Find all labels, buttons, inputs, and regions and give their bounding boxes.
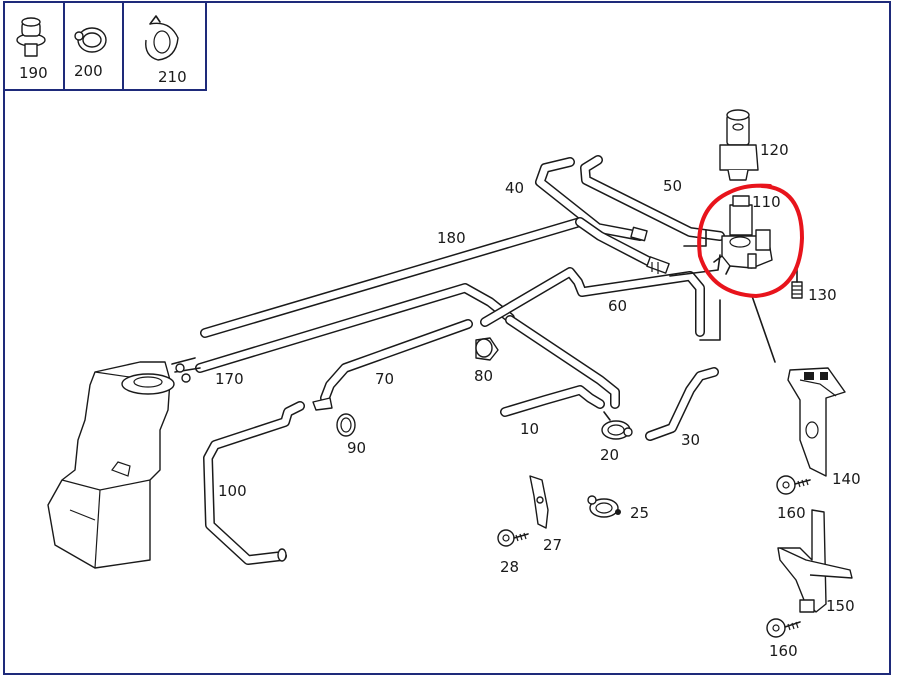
callout-160-lower: 160: [769, 642, 798, 660]
callout-80: 80: [474, 367, 493, 385]
legend-number-200: 200: [74, 62, 103, 80]
part-110-valve: [713, 195, 773, 275]
callout-150: 150: [826, 597, 855, 615]
tube-60: [480, 267, 705, 337]
callout-50: 50: [663, 177, 682, 195]
part-25-clamp: [587, 495, 621, 518]
washer-reservoir: [47, 361, 175, 569]
callout-28: 28: [500, 558, 519, 576]
legend-number-210: 210: [158, 68, 187, 86]
callout-27: 27: [543, 536, 562, 554]
tube-180: [200, 217, 585, 338]
callout-20: 20: [600, 446, 619, 464]
hose-to-valve: [575, 217, 670, 274]
tube-10: [500, 385, 605, 417]
tube-100: [203, 401, 305, 565]
callout-130: 130: [808, 286, 837, 304]
callout-60: 60: [608, 297, 627, 315]
callout-120: 120: [760, 141, 789, 159]
grommet-icon: [16, 17, 46, 57]
leader-line-140: [751, 295, 776, 363]
part-140-bracket: [787, 367, 846, 477]
part-160-screw-upper: [776, 475, 811, 495]
callout-170: 170: [215, 370, 244, 388]
part-160-screw-lower: [766, 618, 801, 638]
part-28-screw: [497, 529, 529, 547]
callout-25: 25: [630, 504, 649, 522]
callout-90: 90: [347, 439, 366, 457]
callout-30: 30: [681, 431, 700, 449]
spring-clamp-icon: [145, 15, 179, 61]
callout-10: 10: [520, 420, 539, 438]
callout-180: 180: [437, 229, 466, 247]
callout-100: 100: [218, 482, 247, 500]
diagram-frame: [3, 1, 891, 675]
callout-70: 70: [375, 370, 394, 388]
part-80: [475, 337, 499, 361]
hose-clamp-icon: [74, 27, 107, 53]
callout-40: 40: [505, 179, 524, 197]
tube-70: [312, 319, 473, 411]
callout-160-upper: 160: [777, 504, 806, 522]
callout-110: 110: [752, 193, 781, 211]
part-20-clamp: [601, 411, 633, 440]
legend-number-190: 190: [19, 64, 48, 82]
part-27-bracket: [529, 475, 549, 529]
tube-40: [535, 157, 648, 242]
tube-30: [645, 367, 719, 441]
callout-140: 140: [832, 470, 861, 488]
part-120-pump: [719, 109, 759, 181]
part-150-bracket: [777, 509, 853, 613]
part-90: [336, 413, 356, 437]
highlight-circle: [697, 183, 805, 299]
